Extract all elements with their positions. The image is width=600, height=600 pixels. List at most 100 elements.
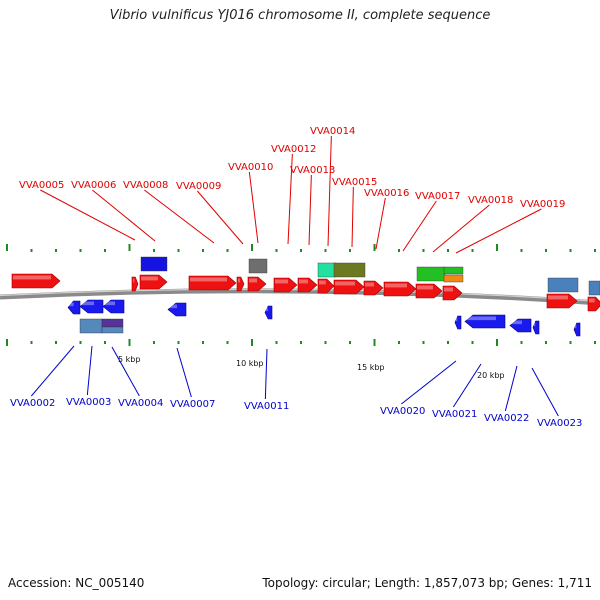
gene-forward-highlight <box>589 298 595 303</box>
gene-reverse-highlight <box>104 301 115 306</box>
minor-tick-top <box>447 249 449 252</box>
domain-box[interactable] <box>79 318 103 334</box>
major-tick-top <box>6 244 8 251</box>
minor-tick-top <box>79 249 82 252</box>
forward-gene-label[interactable]: VVA0012 <box>271 144 316 155</box>
minor-tick-top <box>398 249 400 252</box>
reverse-gene-label[interactable]: VVA0007 <box>170 399 215 410</box>
domain-box[interactable] <box>140 256 168 272</box>
forward-gene-label[interactable]: VVA0013 <box>290 165 335 176</box>
forward-gene-label[interactable]: VVA0019 <box>520 199 565 210</box>
gene-reverse-highlight <box>511 320 522 325</box>
scale-label: 20 kbp <box>477 371 505 380</box>
major-tick-top <box>128 244 131 251</box>
domain-box[interactable] <box>443 274 464 283</box>
reverse-gene-label[interactable]: VVA0020 <box>380 406 425 417</box>
reverse-gene-label[interactable]: VVA0023 <box>537 418 582 429</box>
gene-forward[interactable] <box>188 275 237 291</box>
gene-forward[interactable] <box>139 274 168 290</box>
forward-gene-label[interactable]: VVA0009 <box>176 181 221 192</box>
domain-box[interactable] <box>333 262 366 278</box>
gene-forward[interactable] <box>273 277 298 293</box>
gene-forward[interactable] <box>363 280 384 296</box>
forward-gene-label[interactable]: VVA0008 <box>123 180 168 191</box>
reverse-gene-label[interactable]: VVA0022 <box>484 413 529 424</box>
domain-box[interactable] <box>443 266 464 275</box>
gene-forward-highlight <box>444 287 453 292</box>
forward-gene-label[interactable]: VVA0005 <box>19 180 64 191</box>
gene-reverse[interactable] <box>532 320 540 335</box>
domain-box[interactable] <box>248 258 268 274</box>
reverse-leader-line <box>452 363 482 408</box>
domain-box[interactable] <box>317 262 337 278</box>
domain-box[interactable] <box>588 280 600 296</box>
minor-tick-bottom <box>594 341 596 344</box>
accession-text: Accession: NC_005140 <box>8 576 145 590</box>
minor-tick-top <box>177 249 180 252</box>
minor-tick-top <box>55 249 57 252</box>
gene-reverse[interactable] <box>167 302 187 317</box>
gene-reverse[interactable] <box>67 300 81 315</box>
major-tick-top <box>373 244 376 251</box>
forward-leader-line <box>327 135 332 247</box>
gene-forward[interactable] <box>247 276 267 292</box>
domain-box[interactable] <box>101 318 124 328</box>
forward-gene-label[interactable]: VVA0014 <box>310 126 355 137</box>
gene-forward[interactable] <box>546 293 578 309</box>
forward-leader-line <box>92 189 156 242</box>
forward-gene-label[interactable]: VVA0016 <box>364 188 409 199</box>
gene-forward[interactable] <box>11 273 61 289</box>
reverse-gene-label[interactable]: VVA0011 <box>244 401 289 412</box>
gene-reverse[interactable] <box>79 299 104 314</box>
forward-leader-line <box>351 186 354 248</box>
gene-forward[interactable] <box>415 283 443 299</box>
scale-label: 10 kbp <box>236 359 264 368</box>
minor-tick-bottom <box>300 341 302 344</box>
reverse-gene-label[interactable]: VVA0021 <box>432 409 477 420</box>
reverse-leader-line <box>401 360 457 405</box>
reverse-gene-label[interactable]: VVA0002 <box>10 398 55 409</box>
minor-tick-top <box>275 249 278 252</box>
forward-gene-label[interactable]: VVA0017 <box>415 191 460 202</box>
gene-forward[interactable] <box>131 276 139 292</box>
minor-tick-bottom <box>104 341 106 344</box>
gene-forward-highlight <box>548 295 568 300</box>
minor-tick-bottom <box>545 341 547 344</box>
forward-gene-label[interactable]: VVA0010 <box>228 162 273 173</box>
gene-forward-highlight <box>335 281 355 286</box>
reverse-leader-line <box>30 345 75 397</box>
gene-forward[interactable] <box>383 281 417 297</box>
gene-forward[interactable] <box>587 296 600 312</box>
gene-reverse[interactable] <box>464 314 506 329</box>
minor-tick-top <box>153 249 155 252</box>
domain-box[interactable] <box>547 277 579 293</box>
gene-forward-highlight <box>133 278 135 283</box>
gene-forward[interactable] <box>317 278 335 294</box>
gene-forward[interactable] <box>333 279 365 295</box>
domain-box[interactable] <box>416 266 446 282</box>
forward-leader-line <box>144 189 215 244</box>
gene-forward-highlight <box>385 283 407 288</box>
major-tick-top <box>251 244 253 251</box>
gene-reverse[interactable] <box>102 299 125 314</box>
domain-box[interactable] <box>101 326 124 334</box>
gene-reverse[interactable] <box>264 305 273 320</box>
forward-gene-label[interactable]: VVA0018 <box>468 195 513 206</box>
reverse-gene-label[interactable]: VVA0003 <box>66 397 111 408</box>
gene-reverse[interactable] <box>509 318 532 333</box>
gene-reverse-highlight <box>69 302 74 307</box>
gene-forward[interactable] <box>297 277 318 293</box>
gene-forward-highlight <box>299 279 308 284</box>
forward-gene-label[interactable]: VVA0015 <box>332 177 377 188</box>
gene-forward[interactable] <box>442 285 463 301</box>
gene-reverse[interactable] <box>454 315 462 330</box>
gene-forward-highlight <box>141 276 158 281</box>
gene-forward-highlight <box>238 278 240 283</box>
minor-tick-top <box>422 249 425 252</box>
gene-forward[interactable] <box>236 276 245 292</box>
reverse-gene-label[interactable]: VVA0004 <box>118 398 163 409</box>
gene-reverse[interactable] <box>573 322 581 337</box>
forward-gene-label[interactable]: VVA0006 <box>71 180 116 191</box>
minor-tick-bottom <box>422 341 425 344</box>
minor-tick-bottom <box>202 341 204 344</box>
